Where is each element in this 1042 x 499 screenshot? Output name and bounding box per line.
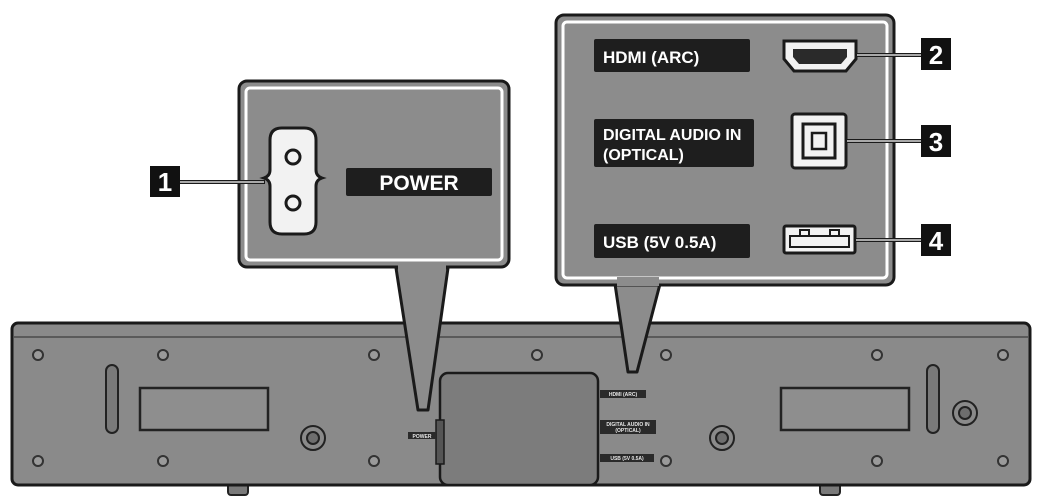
bar-tag-optical-text-1: DIGITAL AUDIO IN: [606, 422, 650, 428]
callout-number-badge: [921, 38, 951, 70]
screw-icon: [871, 349, 883, 361]
bar-tag-usb-text: USB (5V 0.5A): [610, 456, 644, 462]
callout-number-badge: [921, 224, 951, 256]
callout-4: 4: [855, 224, 951, 256]
soundbar-body: POWER HDMI (ARC) DIGITAL AUDIO IN (OPTIC…: [10, 321, 1032, 496]
callout-number: 3: [929, 127, 943, 157]
mount-slot-left: [105, 364, 119, 434]
hdmi-label-box: [594, 39, 750, 72]
screw-icon: [660, 455, 672, 467]
jack-bay-recess: [438, 371, 600, 487]
callout-number-badge: [921, 125, 951, 157]
optical-port-icon: [790, 112, 848, 170]
callout-number: 2: [929, 40, 943, 70]
screw-icon: [997, 349, 1009, 361]
screw-icon: [157, 455, 169, 467]
callout-1: 1: [150, 166, 265, 197]
screw-icon: [368, 349, 380, 361]
optical-label-line2: (OPTICAL): [603, 147, 684, 164]
power-callout-box-inner: [244, 86, 504, 262]
bar-tag-hdmi: [600, 390, 646, 398]
screw-icon: [368, 455, 380, 467]
callout-number-badge: [150, 166, 180, 197]
jack-callout-panel: HDMI (ARC) DIGITAL AUDIO IN (OPTICAL) US…: [554, 13, 896, 374]
bar-tag-power-text: POWER: [413, 434, 432, 440]
callout-2: 2: [856, 38, 951, 70]
bar-tag-hdmi-text: HDMI (ARC): [609, 392, 638, 398]
screw-icon: [660, 349, 672, 361]
jack-bay-slot-left: [435, 419, 445, 465]
vent-window-left: [138, 386, 270, 432]
wall-mount-hole-left-inner: [306, 431, 320, 445]
wall-mount-hole-right-inner: [958, 406, 972, 420]
jack-callout-box-inner: [561, 20, 889, 280]
mount-slot-right: [926, 364, 940, 434]
optical-label-line1: DIGITAL AUDIO IN: [603, 127, 741, 144]
hdmi-label: HDMI (ARC): [603, 48, 699, 67]
power-label: POWER: [379, 172, 458, 195]
power-label-box: [346, 168, 492, 196]
screw-icon: [531, 349, 543, 361]
bar-tag-optical-text-2: (OPTICAL): [615, 428, 641, 434]
screw-icons: [32, 349, 1009, 467]
power-callout-panel: POWER: [237, 79, 511, 412]
screw-icon: [32, 455, 44, 467]
hdmi-port-icon: [782, 39, 858, 73]
screw-icon: [157, 349, 169, 361]
vent-window-right: [779, 386, 911, 432]
callout-number: 4: [929, 226, 944, 256]
bar-tag-usb: [600, 454, 654, 462]
screw-icon: [997, 455, 1009, 467]
callout-3: 3: [846, 125, 951, 157]
bar-tag-power: [408, 432, 436, 439]
usb-label: USB (5V 0.5A): [603, 233, 716, 252]
callout-number: 1: [158, 167, 172, 197]
power-socket-icon: [259, 126, 327, 236]
screw-icon: [32, 349, 44, 361]
screw-icon: [871, 455, 883, 467]
optical-label-box: [594, 119, 754, 167]
usb-label-box: [594, 224, 750, 258]
usb-port-icon: [782, 224, 857, 255]
bar-tag-optical: [600, 420, 656, 434]
wall-mount-hole-center-inner: [715, 431, 729, 445]
